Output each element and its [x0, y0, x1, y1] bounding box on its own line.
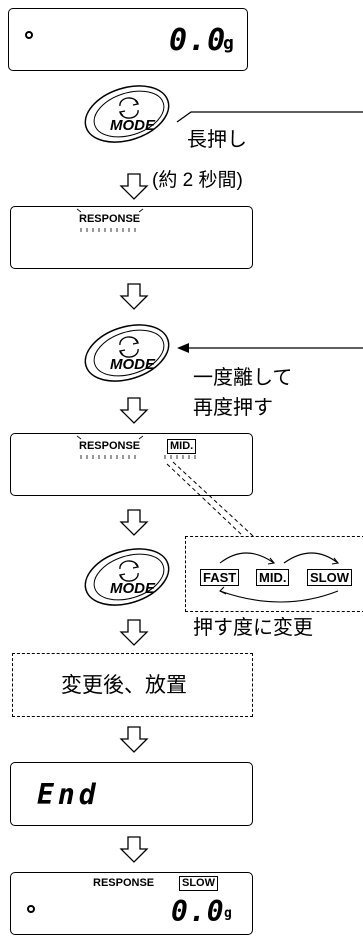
weight-value: 0.0	[169, 23, 227, 58]
cycle-icon	[118, 336, 140, 358]
stable-indicator-dot	[27, 905, 35, 913]
mode-key-label: MODE	[110, 117, 156, 134]
display-response: RESPONSE	[10, 206, 253, 269]
step2-line1: 一度離して	[193, 365, 293, 389]
blink-marks	[76, 435, 196, 459]
cycle-icon	[118, 560, 140, 582]
step2-line2: 再度押す	[193, 395, 273, 419]
down-arrow-4	[119, 509, 149, 536]
response-indicator: RESPONSE	[93, 877, 155, 889]
level-mid-tag: MID.	[167, 439, 197, 454]
mode-key-2[interactable]: MODE	[80, 323, 180, 383]
level-slow-tag: SLOW	[179, 876, 218, 891]
weight-unit: g	[223, 33, 235, 54]
down-arrow-2	[119, 283, 149, 310]
zoom-lines	[166, 461, 254, 537]
display-response-mid: RESPONSE MID.	[10, 433, 253, 496]
option-mid: MID.	[256, 569, 290, 586]
down-arrow-7	[119, 836, 149, 863]
weight-value: 0.0	[171, 895, 225, 928]
option-slow: SLOW	[307, 569, 352, 586]
down-arrow-5	[119, 619, 149, 646]
end-text: End	[37, 778, 100, 811]
weight-unit: g	[224, 906, 233, 921]
mode-key-label: MODE	[110, 356, 156, 373]
leader-line-1	[176, 111, 363, 123]
step1-duration: (約 2 秒間)	[152, 170, 243, 191]
response-indicator: RESPONSE	[79, 213, 141, 225]
display-final: RESPONSE SLOW 0.0 g	[10, 872, 253, 935]
option-fast: FAST	[200, 569, 240, 586]
display-initial: 0.0 g	[8, 8, 248, 71]
mode-key-3[interactable]: MODE	[80, 547, 180, 607]
press-arrow	[177, 343, 363, 353]
wait-box: 変更後、放置	[12, 653, 253, 717]
down-arrow-6	[119, 726, 149, 753]
down-arrow-3	[119, 397, 149, 424]
blink-marks	[76, 208, 144, 232]
step3-text: 押す度に変更	[193, 615, 313, 639]
down-arrow-1	[119, 173, 149, 200]
mode-key-1[interactable]: MODE	[80, 84, 180, 144]
cycle-icon	[118, 97, 140, 119]
cycle-arrows	[219, 552, 340, 603]
stable-indicator-dot	[25, 31, 33, 39]
step4-text: 変更後、放置	[61, 673, 187, 697]
mode-key-label: MODE	[110, 580, 156, 597]
options-box: FAST MID. SLOW	[185, 536, 363, 612]
step1-action: 長押し	[187, 127, 247, 151]
response-indicator: RESPONSE	[79, 440, 141, 452]
display-end: End	[10, 762, 253, 826]
